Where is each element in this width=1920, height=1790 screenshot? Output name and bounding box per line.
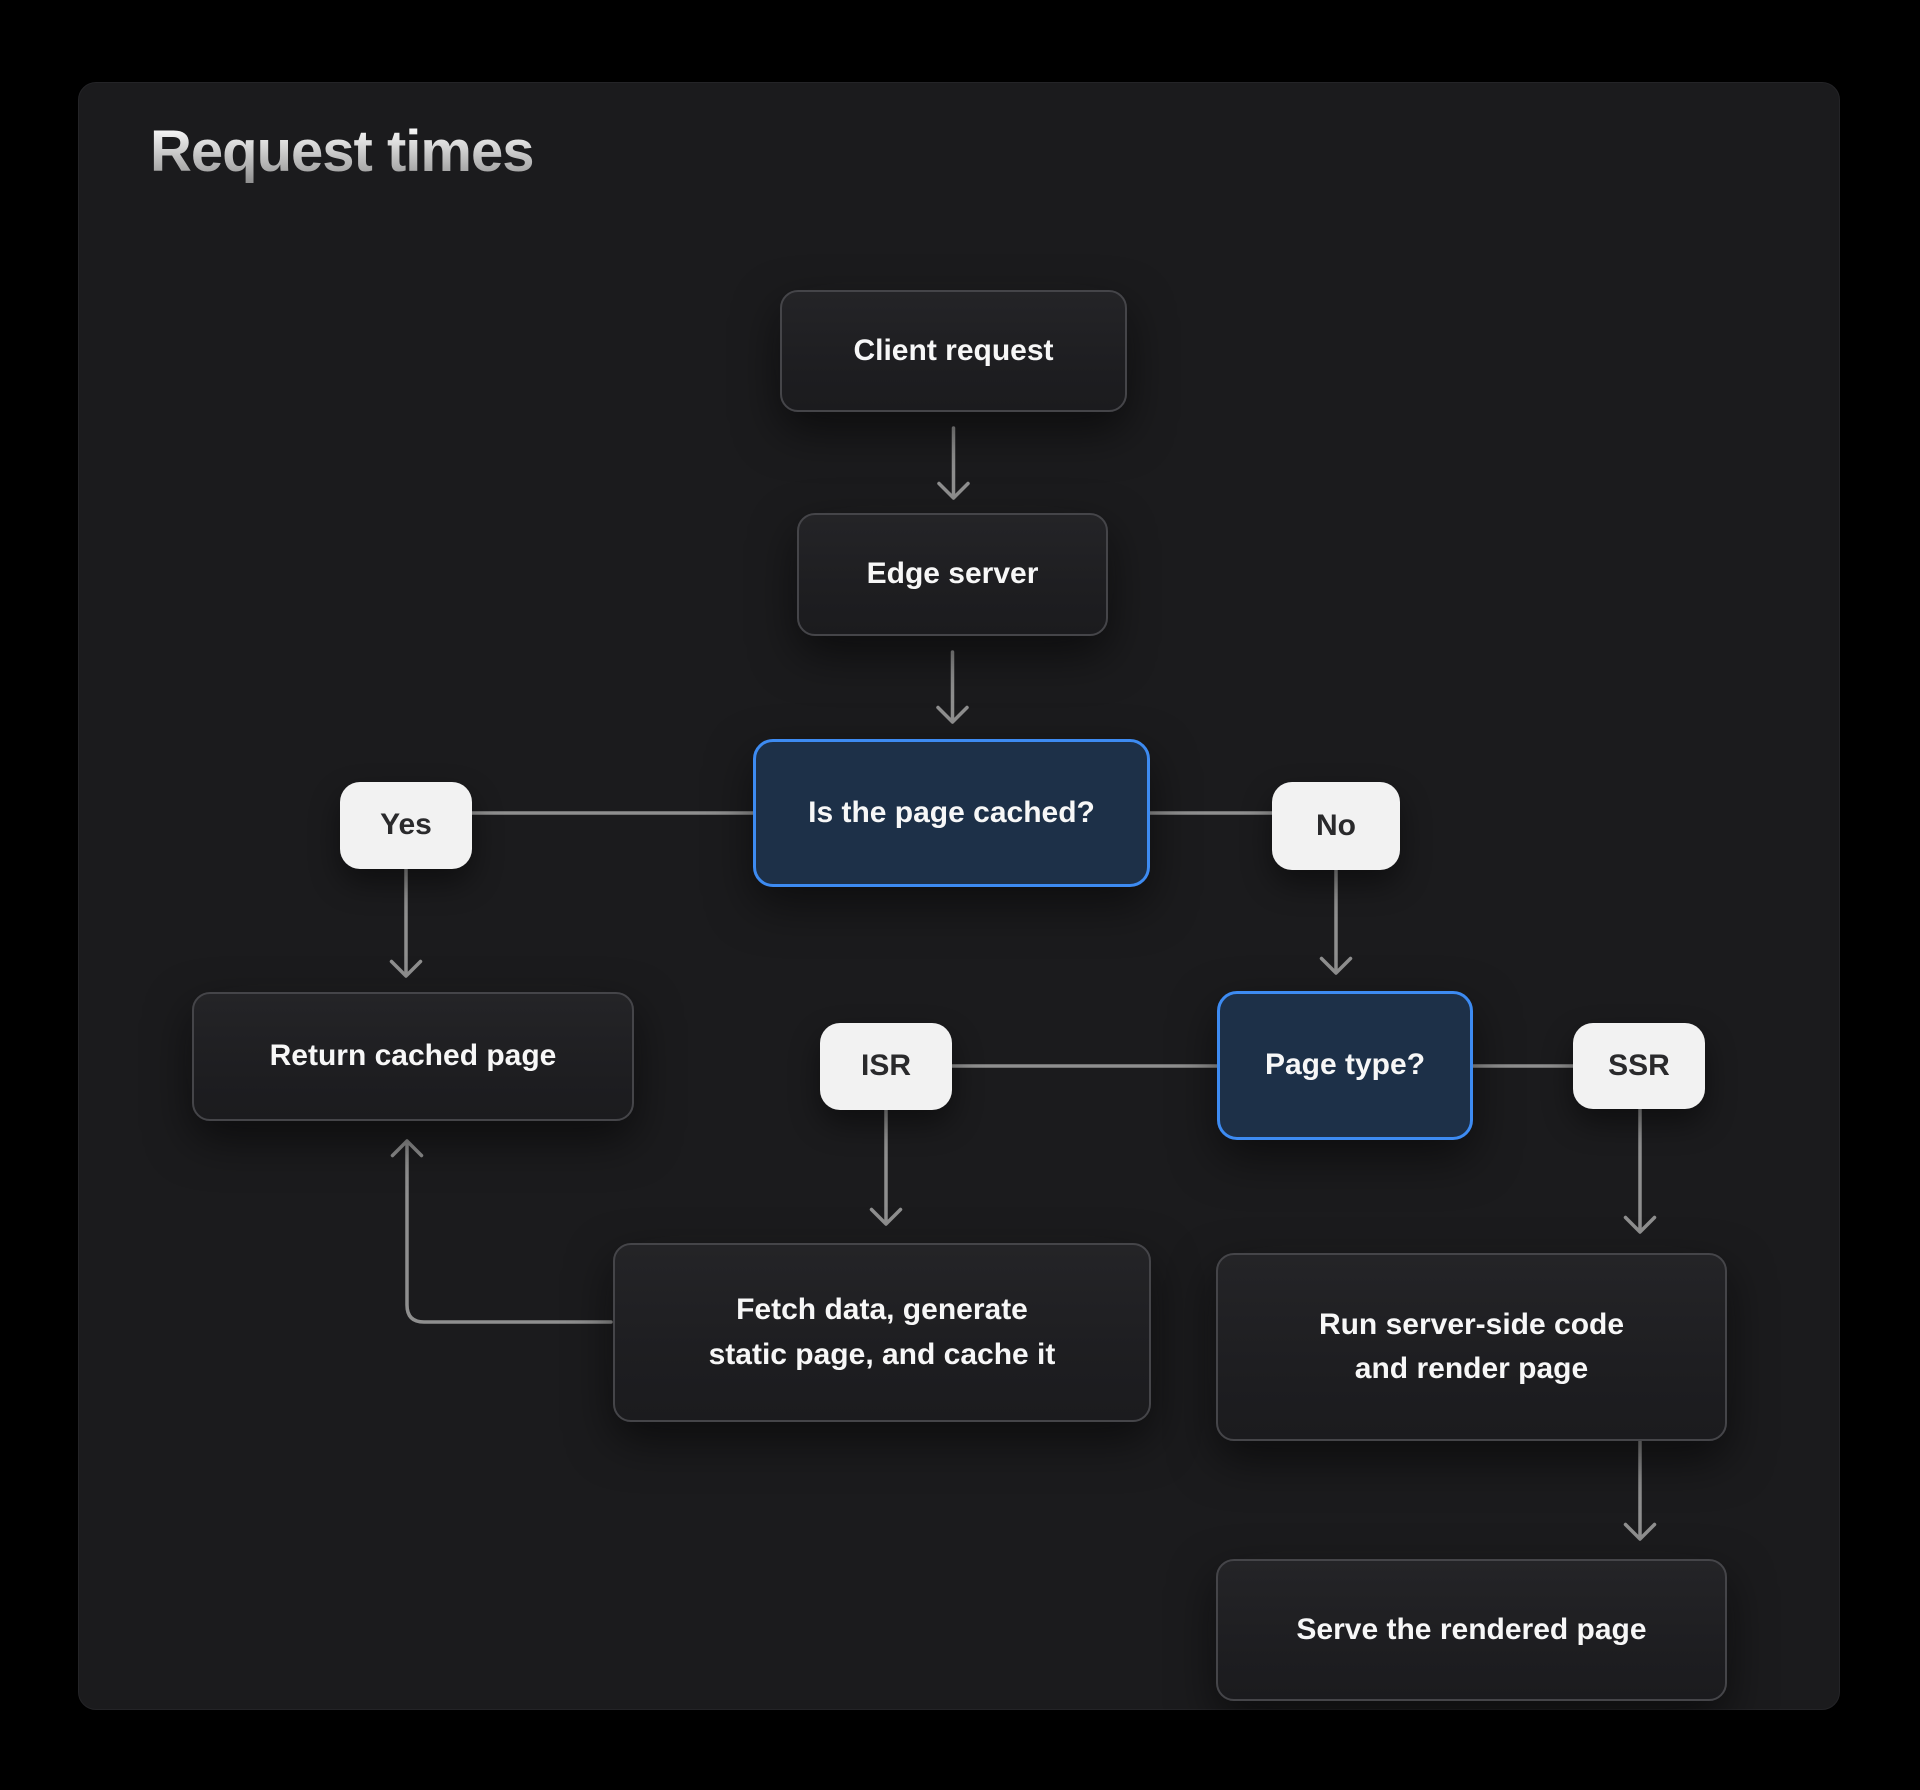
branch-label-yes: Yes xyxy=(340,782,472,869)
node-page-type: Page type? xyxy=(1217,991,1473,1140)
branch-label-ssr: SSR xyxy=(1573,1023,1705,1109)
node-client-request: Client request xyxy=(780,290,1127,412)
node-edge-server: Edge server xyxy=(797,513,1108,636)
diagram-title: Request times xyxy=(150,119,534,184)
branch-label-no: No xyxy=(1272,782,1400,870)
node-return-cached-page: Return cached page xyxy=(192,992,634,1121)
node-is-page-cached: Is the page cached? xyxy=(753,739,1150,887)
branch-label-isr: ISR xyxy=(820,1023,952,1110)
node-fetch-data-generate-static: Fetch data, generate static page, and ca… xyxy=(613,1243,1151,1422)
node-run-server-side-code: Run server-side code and render page xyxy=(1216,1253,1727,1441)
node-serve-rendered-page: Serve the rendered page xyxy=(1216,1559,1727,1701)
